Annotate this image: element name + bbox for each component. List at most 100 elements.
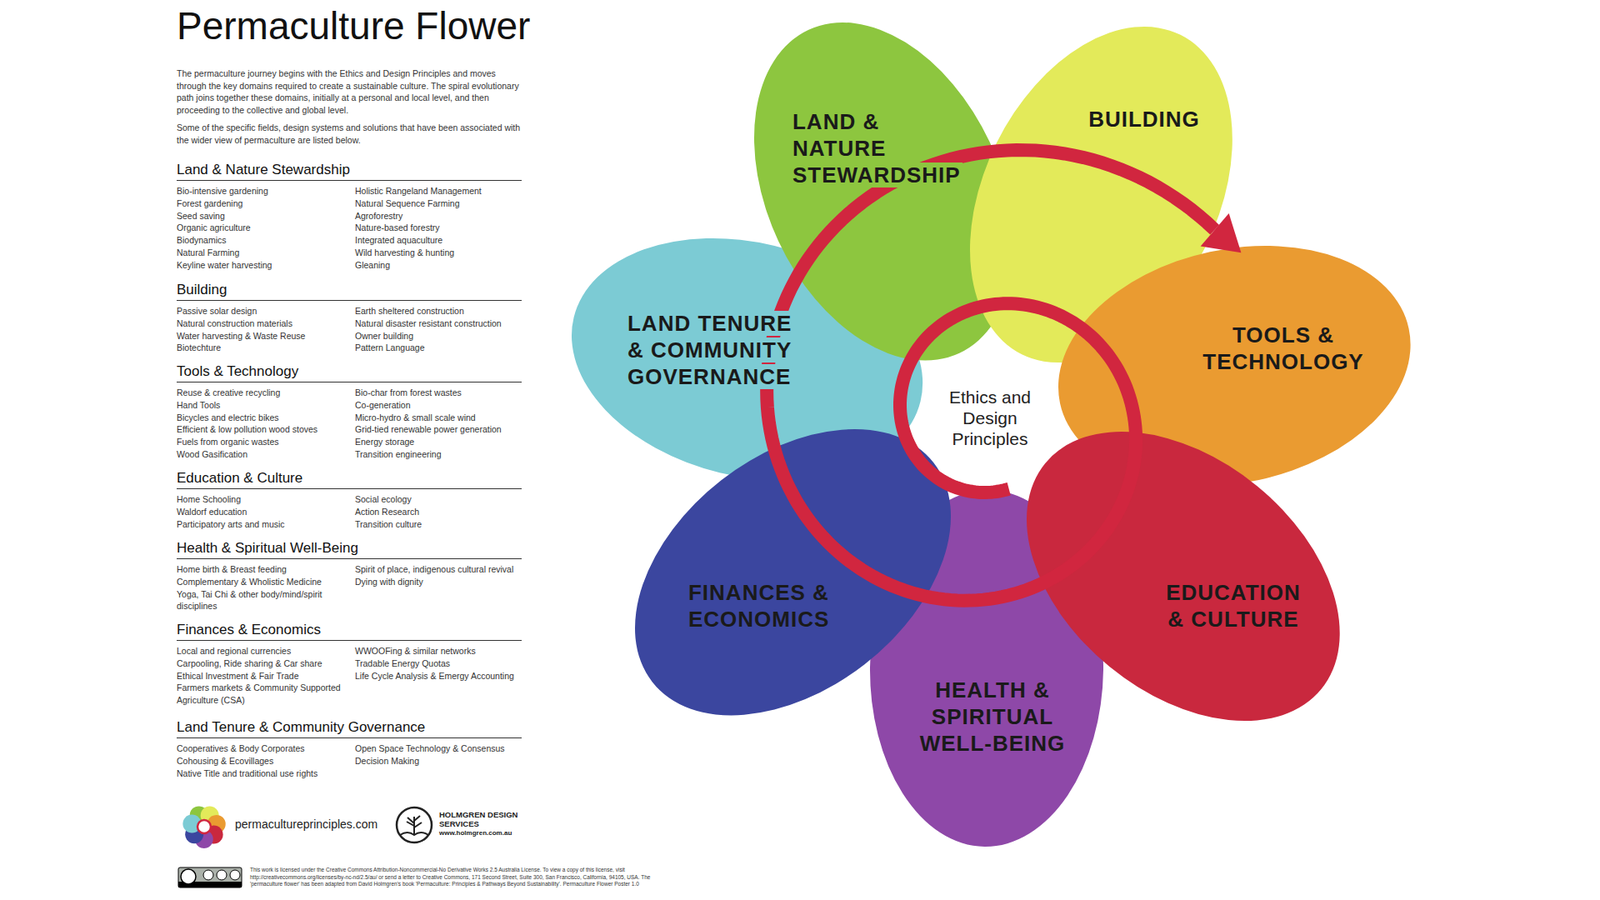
list-item: Water harvesting & Waste Reuse <box>176 330 348 343</box>
label-slot: Carpooling, Ride sharing & Car share <box>176 657 348 670</box>
list-item: Action Research <box>355 505 534 519</box>
label-slot: Efficient & low pollution wood stoves <box>176 423 348 436</box>
section-heading: Education & Culture <box>176 469 522 490</box>
list-item: Biodynamics <box>176 234 348 247</box>
petal: TOOLS & TECHNOLOGY <box>1058 245 1411 486</box>
label-slot: Energy storage <box>355 435 534 449</box>
logo-center <box>197 820 211 834</box>
petal-shape <box>635 429 951 715</box>
label-slot: Wild harvesting & hunting <box>355 246 534 260</box>
label-slot: Organic agriculture <box>176 221 348 235</box>
list-item: Local and regional currencies <box>176 645 348 658</box>
label-slot: Health & Spiritual Well-Being <box>176 539 522 560</box>
petal: LAND TENURE & COMMUNITY GOVERNANCE <box>571 238 923 480</box>
list-item: Owner building <box>355 330 534 343</box>
text-slot: Ethics and Design Principles <box>945 386 1035 450</box>
label-slot: Bio-char from forest wastes <box>355 386 534 400</box>
emblem-hills <box>400 832 429 835</box>
petal-fill <box>545 204 948 515</box>
label-slot: Nature-based forestry <box>355 221 534 235</box>
label-slot: Land Tenure & Community Governance <box>176 718 522 739</box>
label-slot: Farmers markets & Community Supported Ag… <box>176 681 348 707</box>
petal-label: LAND & NATURE STEWARDSHIP <box>790 109 963 188</box>
label-slot: Life Cycle Analysis & Emergy Accounting <box>355 670 534 683</box>
label-slot: Fuels from organic wastes <box>176 435 348 449</box>
label-slot: Biodynamics <box>176 234 348 247</box>
label-slot: Yoga, Tai Chi & other body/mind/spirit d… <box>176 588 348 614</box>
list-item: Bicycles and electric bikes <box>176 411 348 425</box>
label-slot: Natural construction materials <box>176 317 348 330</box>
label-slot: Water harvesting & Waste Reuse <box>176 330 348 343</box>
list-item: Wild harvesting & hunting <box>355 246 534 260</box>
label-slot: Land & Nature Stewardship <box>176 160 522 181</box>
label-slot: WWOOFing & similar networks <box>355 645 534 658</box>
label-slot: Tools & Technology <box>176 362 522 383</box>
label-slot: permacultureprinciples.com <box>235 817 378 832</box>
section-heading: Tools & Technology <box>176 362 522 383</box>
list-item: Energy storage <box>355 435 534 449</box>
list-item: Social ecology <box>355 493 534 506</box>
label-slot: Natural Farming <box>176 246 348 260</box>
title-slot: Permaculture Flower <box>176 3 530 49</box>
list-item: Home birth & Breast feeding <box>176 563 348 576</box>
label-slot: Natural Sequence Farming <box>355 197 534 210</box>
list-item: Passive solar design <box>176 305 348 318</box>
label-slot: Tradable Energy Quotas <box>355 657 534 670</box>
label-slot: Grid-tied renewable power generation <box>355 423 534 436</box>
label-slot: Native Title and traditional use rights <box>176 767 348 780</box>
label-slot: Action Research <box>355 505 534 519</box>
center-text: Ethics and Design Principles <box>947 387 1033 449</box>
label-slot: Micro-hydro & small scale wind <box>355 411 534 425</box>
list-item: Reuse & creative recycling <box>176 386 348 400</box>
poster-title: Permaculture Flower <box>176 3 530 49</box>
list-item: Transition culture <box>355 518 534 531</box>
text-slot: BUILDING <box>1086 105 1202 133</box>
label-slot: Finances & Economics <box>176 620 522 641</box>
petal: LAND & NATURE STEWARDSHIP <box>754 22 1015 361</box>
text-slot: EDUCATION & CULTURE <box>1160 579 1306 633</box>
petal-shape <box>870 490 1104 847</box>
label-slot: Transition engineering <box>355 448 534 461</box>
badge-icon <box>230 870 240 880</box>
petal-label: EDUCATION & CULTURE <box>1164 580 1303 632</box>
label-slot: Passive solar design <box>176 305 348 318</box>
intro-paragraph: Some of the specific fields, design syst… <box>176 121 522 146</box>
petal: EDUCATION & CULTURE <box>1026 431 1340 721</box>
petal-label: HEALTH & SPIRITUAL WELL-BEING <box>918 677 1068 756</box>
label-slot: Forest gardening <box>176 197 348 210</box>
badge-icon <box>203 870 214 880</box>
text-slot: LAND & NATURE STEWARDSHIP <box>790 108 970 189</box>
licence-badge <box>178 867 242 888</box>
list-item: Life Cycle Analysis & Emergy Accounting <box>355 670 534 683</box>
list-item: Farmers markets & Community Supported Ag… <box>176 681 348 707</box>
list-item: Organic agriculture <box>176 221 348 235</box>
badge-icon <box>216 870 227 880</box>
list-item: Hand Tools <box>176 399 348 412</box>
petal: BUILDING <box>970 26 1233 363</box>
list-item: Biotechture <box>176 341 348 355</box>
logo-text: permacultureprinciples.com <box>235 817 378 832</box>
label-slot: Bicycles and electric bikes <box>176 411 348 425</box>
label-slot: Natural disaster resistant construction <box>355 317 534 330</box>
text-slot: TOOLS & TECHNOLOGY <box>1194 321 1373 375</box>
list-item: Bio-intensive gardening <box>176 185 348 198</box>
list-item: Complementary & Wholistic Medicine <box>176 575 348 589</box>
flower-logo <box>182 805 225 849</box>
label-slot: Participatory arts and music <box>176 518 348 531</box>
label-slot: Wood Gasification <box>176 448 348 461</box>
center-circle: Ethics and Design Principles <box>930 358 1050 478</box>
label-slot: The permaculture journey begins with the… <box>176 67 522 117</box>
logo-url: www.holmgren.com.au <box>439 829 512 838</box>
petal: HEALTH & SPIRITUAL WELL-BEING <box>870 490 1104 847</box>
list-item: Tradable Energy Quotas <box>355 657 534 670</box>
list-item: Nature-based forestry <box>355 221 534 235</box>
label-slot: HOLMGREN DESIGN SERVICES <box>439 810 533 829</box>
list-item: Agroforestry <box>355 210 534 223</box>
list-item: Wood Gasification <box>176 448 348 461</box>
list-item: Participatory arts and music <box>176 518 348 531</box>
list-item: Natural Farming <box>176 246 348 260</box>
list-item: Natural construction materials <box>176 317 348 330</box>
label-slot: Earth sheltered construction <box>355 305 534 318</box>
list-item: Native Title and traditional use rights <box>176 767 348 780</box>
list-item: Integrated aquaculture <box>355 234 534 247</box>
